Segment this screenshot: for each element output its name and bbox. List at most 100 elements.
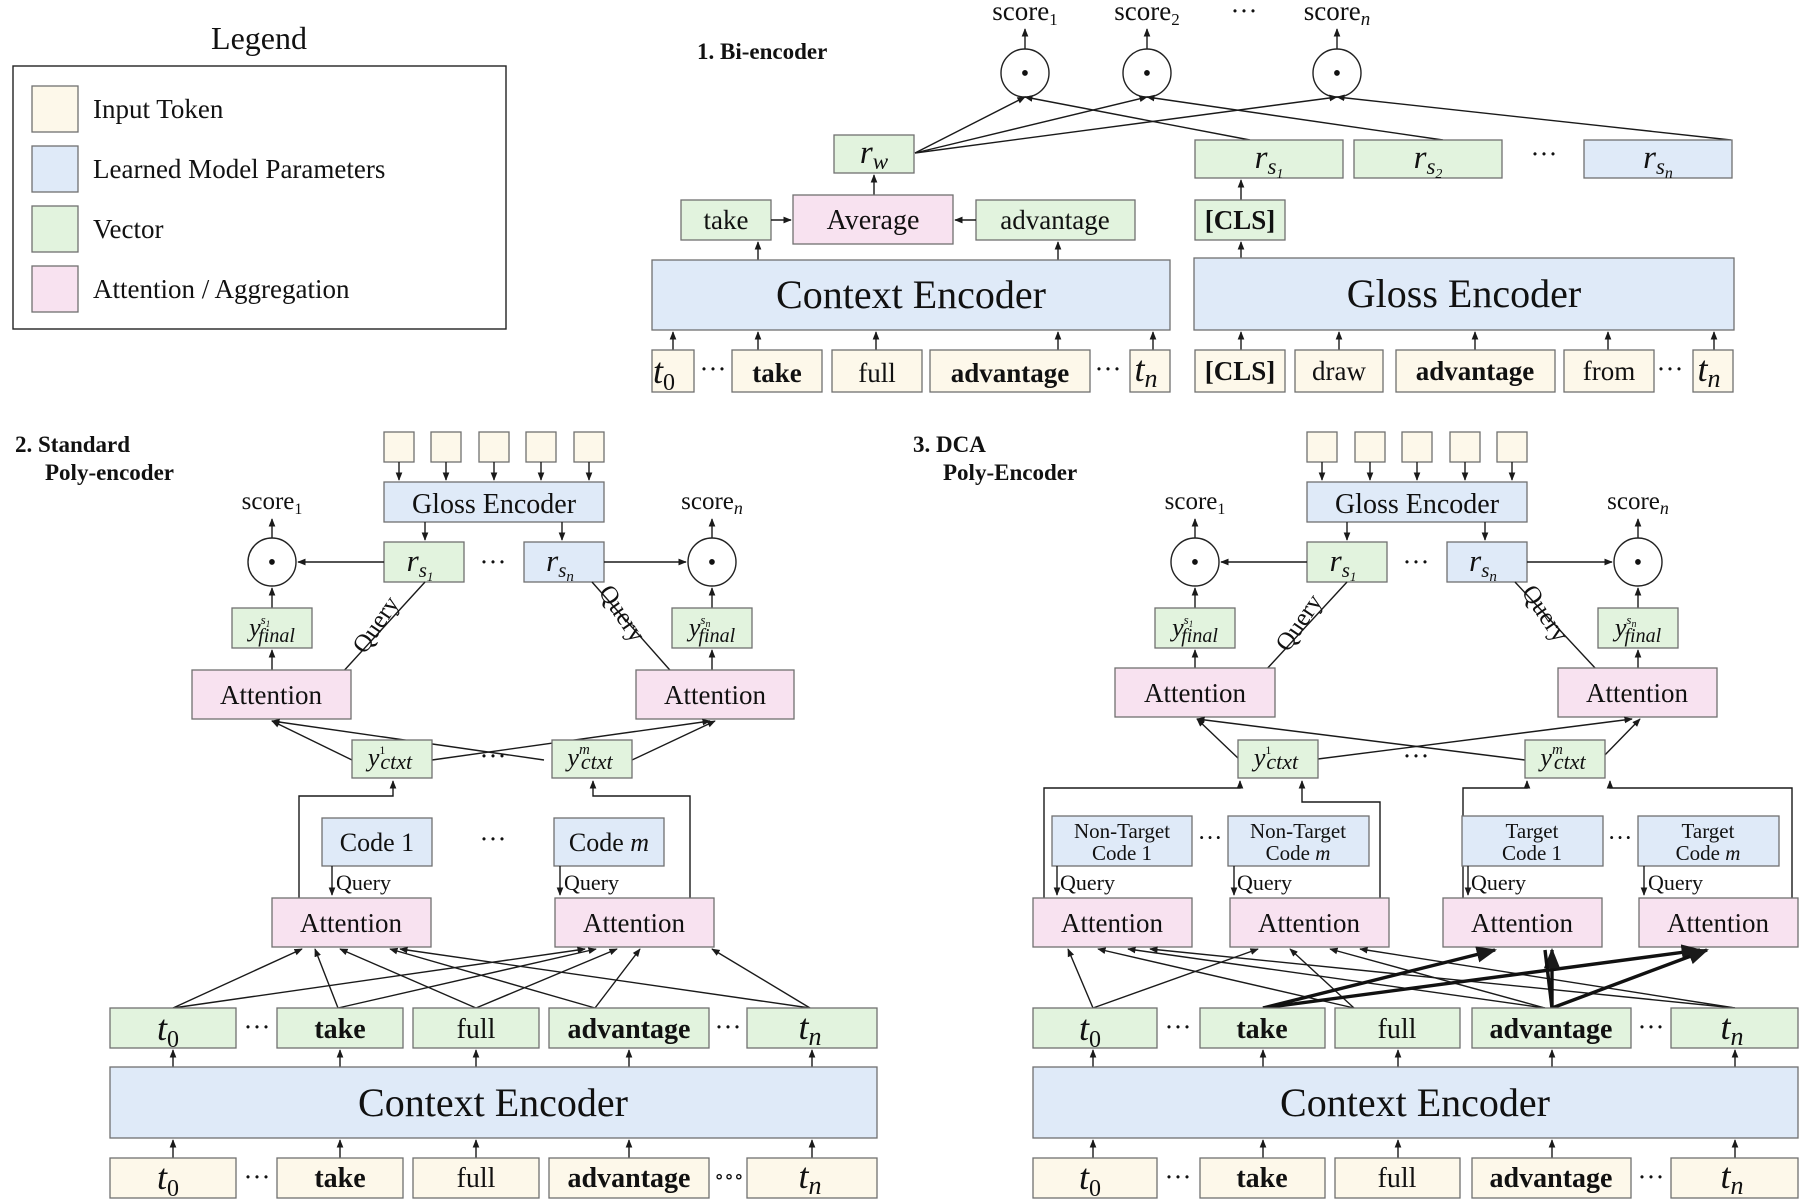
dca-attention-top-n-label: Attention (1586, 678, 1688, 708)
dca-attention-top-n (1557, 667, 1718, 718)
bi-dot-product-n-symbol: • (1333, 61, 1341, 87)
dca-target-code-m (1637, 815, 1780, 867)
bi-gloss-encoder-label: Gloss Encoder (1347, 271, 1581, 316)
bi-gloss-vector-2-label: rs2 (1414, 140, 1443, 182)
dca-poly-encoder-panel: 3. DCA Poly-Encoder Gloss Encoder score1… (913, 431, 1799, 1200)
dca-attention-top-1-label: Attention (1144, 678, 1246, 708)
dca-gloss-encoder (1306, 481, 1528, 523)
bi-advantage-vector-label: advantage (1000, 205, 1109, 235)
std-vec-token-ellipsis-1: ··· (244, 1012, 271, 1042)
dca-vec-token-take-label: take (1236, 1014, 1287, 1045)
bi-ctx-token-take (731, 349, 823, 393)
dca-score-n-label: scoren (1607, 488, 1669, 518)
std-vec-token-take-label: take (314, 1014, 365, 1045)
dca-score-1-label: score1 (1165, 488, 1226, 518)
legend-swatch-learned-params (31, 145, 79, 193)
bi-advantage-vector (975, 199, 1136, 241)
dca-input-token-advantage-label: advantage (1490, 1163, 1613, 1194)
dca-attention-non-target-m-label: Attention (1258, 908, 1360, 938)
std-vec-token-advantage-label: advantage (568, 1014, 691, 1045)
bi-score-2-label: score2 (1114, 0, 1179, 29)
bi-ctx-token-ellipsis-1: ··· (700, 354, 727, 384)
bi-context-vector-rw (833, 134, 915, 174)
bi-average-label: Average (827, 205, 920, 236)
dca-gloss-input-4 (1449, 431, 1481, 463)
std-attention-top-1 (191, 669, 352, 720)
dca-non-target-code-1 (1051, 815, 1193, 867)
std-gloss-input-4 (525, 431, 557, 463)
bi-gloss-encoder (1193, 257, 1735, 331)
std-vec-token-ellipsis-2: ··· (715, 1012, 742, 1042)
dca-input-token-take (1199, 1157, 1326, 1199)
dca-input-token-t0-label: t0 (1079, 1157, 1101, 1200)
bi-gloss-token-ellipsis: ··· (1657, 354, 1684, 384)
dca-title-line2: Poly-Encoder (943, 460, 1077, 485)
std-vec-token-t0 (109, 1007, 237, 1049)
std-query-label-n: Query (593, 580, 651, 647)
bi-ctx-token-t0-label: t0 (653, 351, 675, 396)
dca-input-token-full (1334, 1157, 1461, 1199)
dca-vec-token-tn (1670, 1007, 1799, 1049)
dca-dot-product-1 (1170, 537, 1220, 587)
dca-non-target-code-1-query: Query (1060, 870, 1115, 895)
dca-attention-non-target-m (1229, 897, 1390, 948)
std-attention-top-n (635, 669, 795, 720)
dca-input-token-take-label: take (1236, 1163, 1287, 1194)
dca-dot-product-n-symbol: • (1634, 550, 1642, 576)
std-score-1-label: score1 (242, 488, 303, 518)
bi-gloss-vector-1 (1194, 139, 1344, 179)
std-ctxt-vector-ellipsis: ··· (480, 741, 507, 771)
dca-gloss-input-2 (1354, 431, 1386, 463)
standard-title-line2: Poly-encoder (45, 460, 174, 485)
std-input-token-take-label: take (314, 1163, 365, 1194)
dca-input-token-ellipsis-2: ··· (1638, 1162, 1665, 1192)
standard-poly-encoder-panel: 2. Standard Poly-encoder Gloss Encoder s… (15, 431, 878, 1200)
std-attention-bottom-m-label: Attention (583, 908, 685, 938)
std-gloss-encoder-label: Gloss Encoder (412, 489, 577, 520)
dca-target-code-m-query: Query (1648, 870, 1703, 895)
std-vec-token-tn-label: tn (798, 1007, 821, 1051)
std-gloss-input-3 (478, 431, 510, 463)
std-code-1-query: Query (336, 870, 391, 895)
bi-cls-vector-label: [CLS] (1205, 205, 1276, 235)
bi-gloss-token-from (1563, 349, 1655, 393)
std-query-label-1: Query (348, 591, 406, 658)
std-input-token-t0 (109, 1157, 237, 1199)
dca-target-code-m-line1: Target (1682, 819, 1735, 843)
std-gloss-input-5 (573, 431, 605, 463)
std-input-token-ellipsis-1: ··· (244, 1162, 271, 1192)
legend-title: Legend (211, 20, 307, 56)
legend: Legend Input Token Learned Model Paramet… (12, 20, 507, 330)
dca-attention-target-1-label: Attention (1471, 908, 1573, 938)
std-ctxt-vector-1-label: y1ctxt (365, 743, 413, 774)
bi-gloss-vector-1-label: rs1 (1255, 140, 1284, 182)
std-vec-token-full-label: full (457, 1014, 496, 1045)
bi-cls-vector (1194, 199, 1286, 241)
std-final-vector-1 (231, 607, 313, 649)
std-code-1-label: Code 1 (340, 828, 414, 857)
std-input-token-tn (746, 1157, 878, 1199)
bi-ctx-token-ellipsis-2: ··· (1095, 354, 1122, 384)
bi-gloss-token-cls (1194, 349, 1286, 393)
std-input-token-t0-label: t0 (157, 1157, 179, 1200)
bi-encoder-panel: 1. Bi-encoder score1 score2 ··· scoren •… (651, 0, 1735, 396)
std-input-token-full-label: full (457, 1163, 496, 1194)
std-gloss-vector-n (523, 541, 605, 583)
dca-target-code-m-line2: Code m (1676, 841, 1741, 865)
dca-input-token-t0 (1032, 1157, 1158, 1199)
std-vec-token-tn (746, 1007, 878, 1049)
dca-attention-target-1 (1442, 897, 1603, 948)
std-context-encoder (109, 1066, 878, 1139)
std-attention-top-1-label: Attention (220, 680, 322, 710)
dca-non-target-code-m (1227, 815, 1370, 867)
dca-context-encoder-label: Context Encoder (1280, 1080, 1550, 1125)
bi-average (792, 194, 954, 245)
std-score-n-label: scoren (681, 488, 743, 518)
dca-target-code-1-line1: Target (1506, 819, 1559, 843)
dca-gloss-vector-ellipsis: ··· (1403, 547, 1430, 577)
dca-vec-token-take (1199, 1007, 1326, 1049)
dca-dot-product-n (1613, 537, 1663, 587)
